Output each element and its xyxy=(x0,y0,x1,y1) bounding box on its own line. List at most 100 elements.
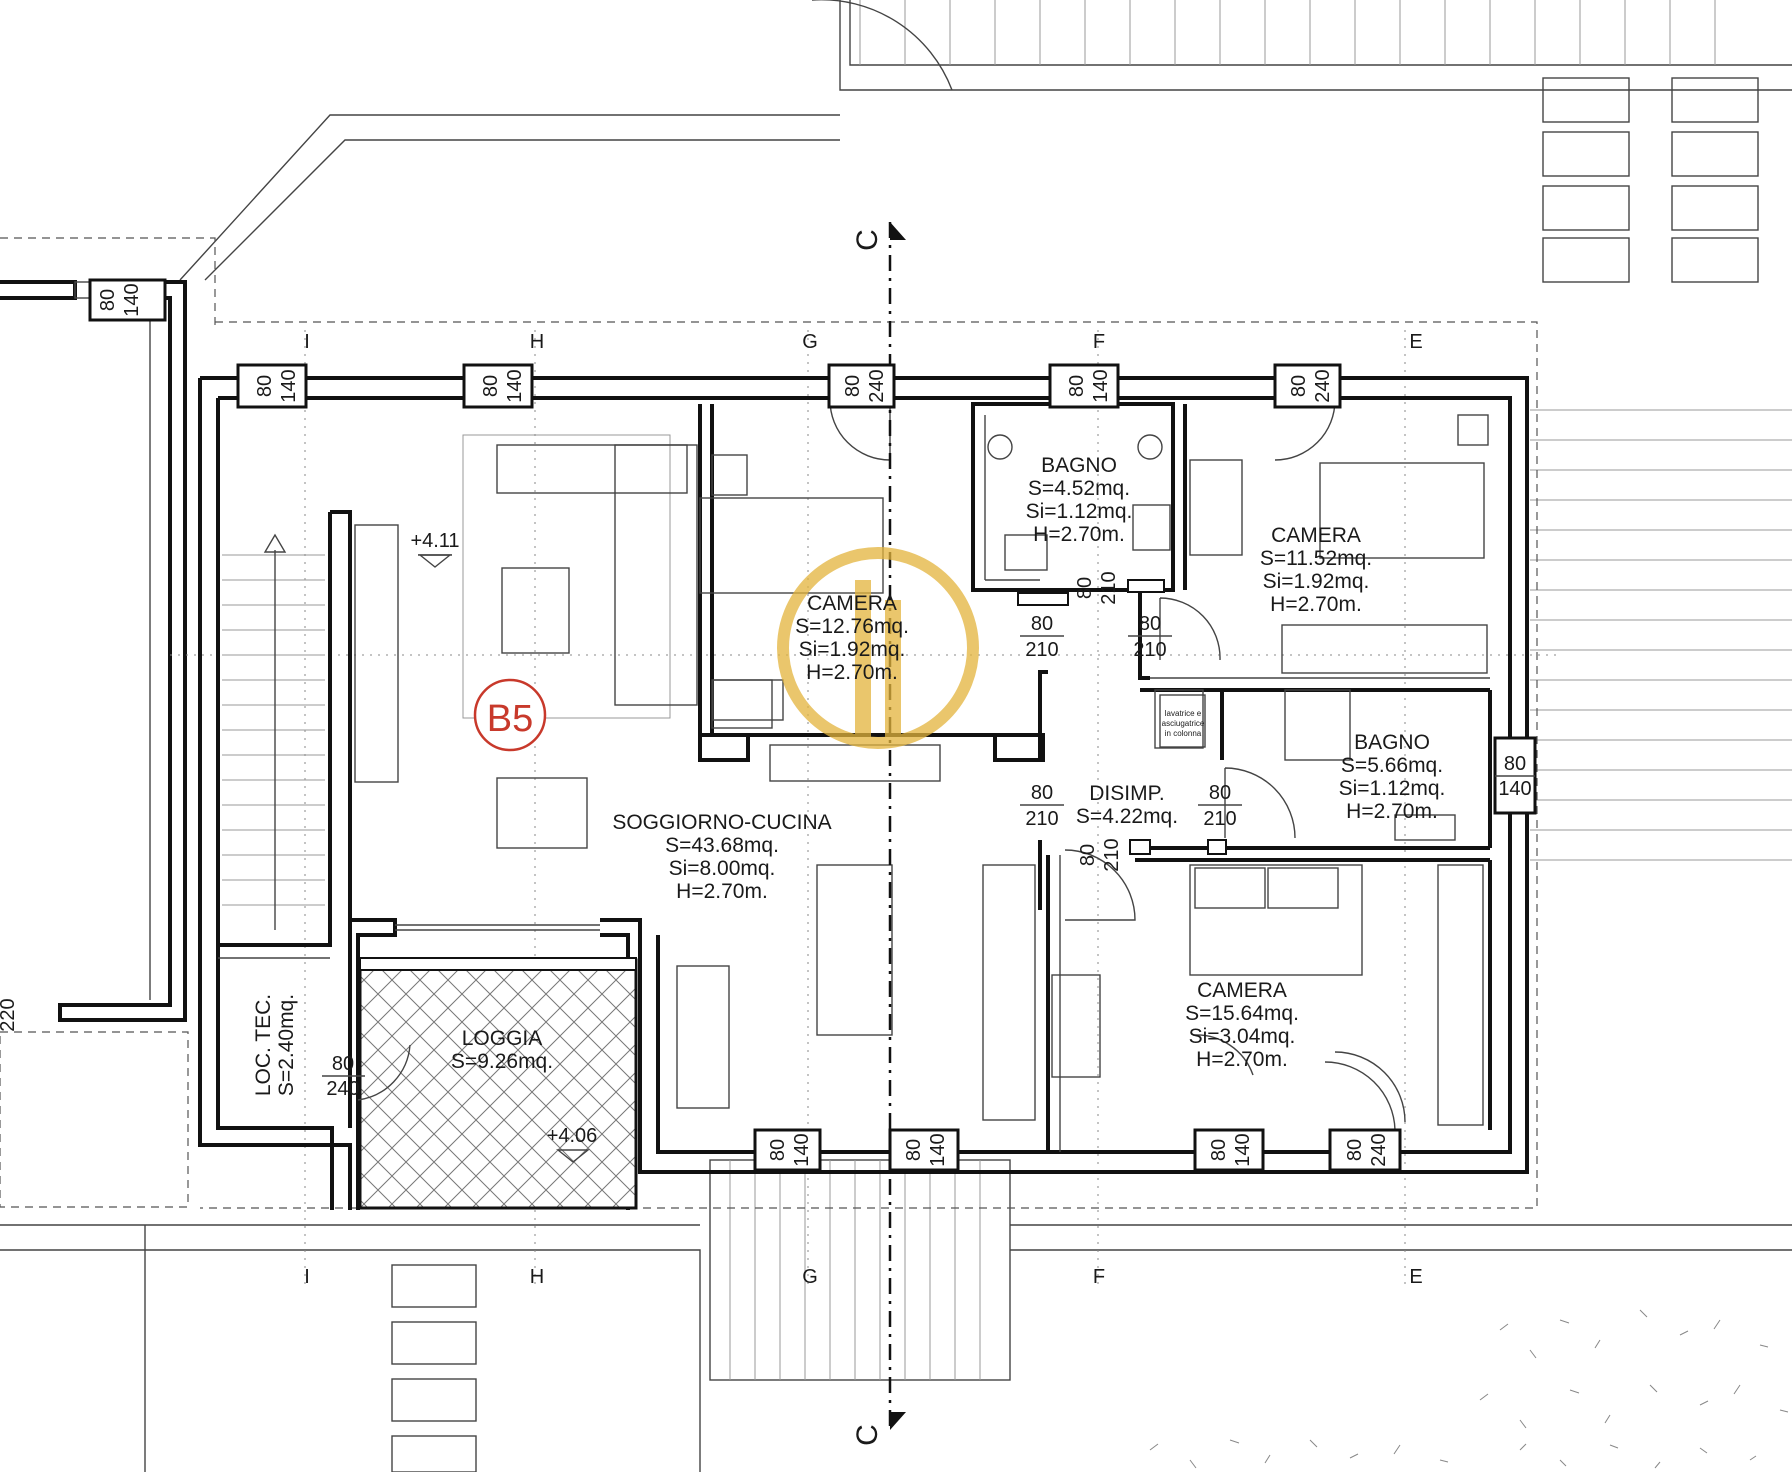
room-height: H=2.70m. xyxy=(1346,800,1438,823)
room-camera-3: CAMERA S=15.64mq. Si=3.04mq. H=2.70m. xyxy=(1185,979,1299,1071)
axis-top-g: G xyxy=(802,331,818,353)
room-height: H=2.70m. xyxy=(806,661,898,684)
room-name: LOGGIA xyxy=(462,1027,543,1050)
appliance-note: lavatrice e asciugatrice in colonna xyxy=(1159,694,1206,748)
svg-text:80: 80 xyxy=(1031,782,1053,804)
svg-text:80: 80 xyxy=(1344,1139,1366,1161)
svg-text:140: 140 xyxy=(121,283,143,316)
svg-text:in colonna: in colonna xyxy=(1165,729,1202,738)
room-area: S=9.26mq. xyxy=(451,1050,553,1073)
room-height: H=2.70m. xyxy=(1033,523,1125,546)
svg-text:80: 80 xyxy=(1031,613,1053,635)
room-camera-1: CAMERA S=12.76mq. Si=1.92mq. H=2.70m. xyxy=(795,592,909,684)
svg-text:80: 80 xyxy=(903,1139,925,1161)
opening-labels-horizontal: 80 210 80 210 80 210 80 210 80 140 80 24… xyxy=(322,613,1535,1100)
watermark xyxy=(777,547,979,749)
svg-text:140: 140 xyxy=(791,1133,813,1166)
room-area-si: Si=1.92mq. xyxy=(1263,570,1370,593)
axis-top-f: F xyxy=(1093,331,1105,353)
room-name: SOGGIORNO-CUCINA xyxy=(612,811,831,834)
parking-blocks-right xyxy=(1542,77,1759,283)
svg-text:80: 80 xyxy=(842,375,864,397)
room-area-si: Si=1.12mq. xyxy=(1026,500,1133,523)
staircase xyxy=(222,533,325,930)
room-camera-2: CAMERA S=11.52mq. Si=1.92mq. H=2.70m. xyxy=(1260,524,1372,616)
top-railing xyxy=(859,0,1716,65)
room-name: CAMERA xyxy=(1271,524,1361,547)
axis-bottom-e: E xyxy=(1409,1266,1422,1288)
parking-blocks-bottom xyxy=(391,1264,477,1472)
svg-text:220: 220 xyxy=(0,998,19,1031)
axis-top-e: E xyxy=(1409,331,1422,353)
axis-top-h: H xyxy=(530,331,544,353)
loggia-floor xyxy=(358,958,638,1210)
svg-text:140: 140 xyxy=(1498,778,1531,800)
svg-text:210: 210 xyxy=(1025,639,1058,661)
svg-text:80: 80 xyxy=(332,1053,354,1075)
svg-text:240: 240 xyxy=(866,369,888,402)
svg-text:140: 140 xyxy=(1232,1133,1254,1166)
svg-text:140: 140 xyxy=(1090,369,1112,402)
door-swings xyxy=(357,399,1396,1131)
room-name: BAGNO xyxy=(1041,454,1117,477)
room-height: H=2.70m. xyxy=(1270,593,1362,616)
svg-text:80: 80 xyxy=(1504,753,1526,775)
unit-badge-label: B5 xyxy=(487,698,533,740)
svg-text:210: 210 xyxy=(1098,571,1120,604)
room-name: LOC. TEC. xyxy=(252,994,275,1096)
svg-text:210: 210 xyxy=(1101,838,1123,871)
svg-text:80: 80 xyxy=(97,289,119,311)
axis-bottom-i: I xyxy=(304,1266,310,1288)
svg-text:80: 80 xyxy=(1288,375,1310,397)
room-bagno-1: BAGNO S=4.52mq. Si=1.12mq. H=2.70m. xyxy=(1026,454,1133,546)
svg-text:80: 80 xyxy=(1139,613,1161,635)
svg-text:240: 240 xyxy=(1368,1133,1390,1166)
section-line xyxy=(888,222,906,1430)
furniture xyxy=(354,414,1489,1126)
svg-text:80: 80 xyxy=(480,375,502,397)
axis-top-i: I xyxy=(304,331,310,353)
svg-text:140: 140 xyxy=(504,369,526,402)
bottom-stairs xyxy=(709,1159,1011,1381)
room-name: BAGNO xyxy=(1354,731,1430,754)
room-height: H=2.70m. xyxy=(676,880,768,903)
svg-text:lavatrice e: lavatrice e xyxy=(1165,709,1202,718)
svg-text:80: 80 xyxy=(1066,375,1088,397)
svg-text:240: 240 xyxy=(326,1078,359,1100)
axis-labels: I H G F E I H G F E xyxy=(304,331,1422,1288)
unit-badge xyxy=(473,678,547,752)
room-area-si: Si=1.92mq. xyxy=(799,638,906,661)
axis-bottom-h: H xyxy=(530,1266,544,1288)
section-mark-top: C xyxy=(851,229,884,251)
svg-text:80: 80 xyxy=(1077,844,1099,866)
svg-text:140: 140 xyxy=(927,1133,949,1166)
axis-bottom-f: F xyxy=(1093,1266,1105,1288)
level-markers: +4.11 +4.06 xyxy=(410,530,597,1163)
room-area: S=43.68mq. xyxy=(665,834,779,857)
room-height: H=2.70m. xyxy=(1196,1048,1288,1071)
room-soggiorno: SOGGIORNO-CUCINA S=43.68mq. Si=8.00mq. H… xyxy=(612,811,831,903)
room-area: S=4.52mq. xyxy=(1028,477,1130,500)
svg-text:80: 80 xyxy=(1209,782,1231,804)
level-living: +4.11 xyxy=(410,530,459,552)
svg-text:210: 210 xyxy=(1025,808,1058,830)
room-loggia: LOGGIA S=9.26mq. xyxy=(451,1027,553,1073)
svg-text:140: 140 xyxy=(278,369,300,402)
room-area-si: Si=3.04mq. xyxy=(1189,1025,1296,1048)
room-area-si: Si=1.12mq. xyxy=(1339,777,1446,800)
svg-text:210: 210 xyxy=(1133,639,1166,661)
room-bagno-2: BAGNO S=5.66mq. Si=1.12mq. H=2.70m. xyxy=(1339,731,1446,823)
svg-text:80: 80 xyxy=(767,1139,789,1161)
right-terrace xyxy=(1530,409,1792,861)
axis-bottom-g: G xyxy=(802,1266,818,1288)
opening-labels-vertical: 80 140 80 140 80 140 80 240 80 140 80 24… xyxy=(0,283,1390,1166)
room-area-si: Si=8.00mq. xyxy=(669,857,776,880)
room-area: S=5.66mq. xyxy=(1341,754,1443,777)
svg-text:80: 80 xyxy=(254,375,276,397)
room-name: DISIMP. xyxy=(1089,782,1164,805)
room-area: S=12.76mq. xyxy=(795,615,909,638)
svg-text:210: 210 xyxy=(1203,808,1236,830)
room-area: S=4.22mq. xyxy=(1076,805,1178,828)
room-disimpegno: DISIMP. S=4.22mq. xyxy=(1076,782,1178,828)
